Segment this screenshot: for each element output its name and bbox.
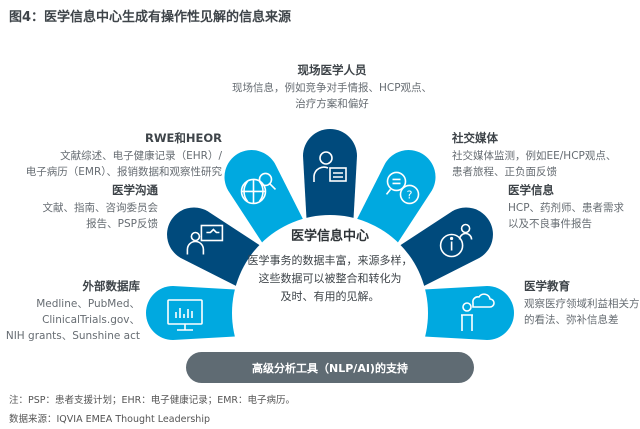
- label-rwe-heor: RWE和HEOR 文献综述、电子健康记录（EHR）/ 电子病历（EMR）、报销数…: [26, 130, 222, 180]
- label-line: NIH grants、Sunshine act: [5, 330, 140, 342]
- label-line: 报告、PSP反馈: [86, 218, 158, 230]
- source-note: 数据来源：IQVIA EMEA Thought Leadership: [9, 414, 210, 425]
- label-line: 文献、指南、咨询委员会: [42, 202, 159, 214]
- label-line: 治疗方案和偏好: [295, 98, 369, 110]
- label-line: 患者旅程、正负面反馈: [452, 166, 557, 178]
- label-line: 观察医疗领域利益相关方: [524, 298, 640, 310]
- analytics-bar: 高级分析工具（NLP/AI)的支持: [186, 352, 474, 383]
- center-line: 医学事务的数据丰富，来源多样，: [247, 254, 413, 267]
- label-line: 社交媒体监测，例如EE/HCP观点、: [452, 150, 617, 162]
- label-medical-info: 医学信息 HCP、药剂师、患者需求 以及不良事件报告: [508, 182, 624, 232]
- label-title: 医学沟通: [112, 183, 158, 197]
- label-title: 社交媒体: [452, 131, 498, 145]
- chat-question-icon: ?: [385, 171, 420, 205]
- label-field-medical: 现场医学人员 现场信息，例如竞争对手情报、HCP观点、 治疗方案和偏好: [232, 62, 432, 112]
- label-title: 外部数据库: [82, 279, 141, 293]
- label-medical-comms: 医学沟通 文献、指南、咨询委员会 报告、PSP反馈: [43, 182, 159, 232]
- label-title: 医学教育: [524, 279, 570, 293]
- speaker-podium-icon: [461, 293, 495, 331]
- label-social-media: 社交媒体 社交媒体监测，例如EE/HCP观点、 患者旅程、正负面反馈: [452, 130, 616, 180]
- label-line: 以及不良事件报告: [508, 218, 592, 230]
- figure-title: 图4：医学信息中心生成有操作性见解的信息来源: [9, 10, 292, 25]
- label-medical-education: 医学教育 观察医疗领域利益相关方 的看法、弥补信息差: [524, 278, 640, 328]
- label-line: ClinicalTrials.gov、: [42, 314, 140, 326]
- center-line: 这些数据可以被整合和转化为: [258, 272, 402, 285]
- person-document-icon: [313, 151, 347, 182]
- center-hub: 医学信息中心 医学事务的数据丰富，来源多样， 这些数据可以被整合和转化为 及时、…: [248, 228, 413, 306]
- center-title: 医学信息中心: [290, 229, 369, 244]
- label-line: Medline、PubMed、: [36, 298, 140, 310]
- info-person-icon: [439, 223, 473, 258]
- label-title: RWE和HEOR: [144, 131, 222, 145]
- label-line: HCP、药剂师、患者需求: [508, 202, 625, 214]
- presenter-icon: [186, 224, 224, 255]
- svg-text:?: ?: [407, 188, 413, 201]
- label-line: 文献综述、电子健康记录（EHR）/: [60, 150, 222, 162]
- label-external-db: 外部数据库 Medline、PubMed、 ClinicalTrials.gov…: [6, 278, 140, 344]
- label-line: 电子病历（EMR）、报销数据和观察性研究: [25, 166, 222, 178]
- monitor-chart-icon: [167, 299, 203, 331]
- globe-search-icon: [240, 172, 277, 205]
- center-line: 及时、有用的见解。: [280, 290, 380, 303]
- label-line: 现场信息，例如竞争对手情报、HCP观点、: [231, 82, 433, 94]
- label-line: 的看法、弥补信息差: [524, 314, 619, 326]
- label-title: 现场医学人员: [297, 63, 367, 77]
- footnote: 注：PSP：患者支援计划；EHR：电子健康记录；EMR：电子病历。: [9, 395, 296, 406]
- label-title: 医学信息: [508, 183, 554, 197]
